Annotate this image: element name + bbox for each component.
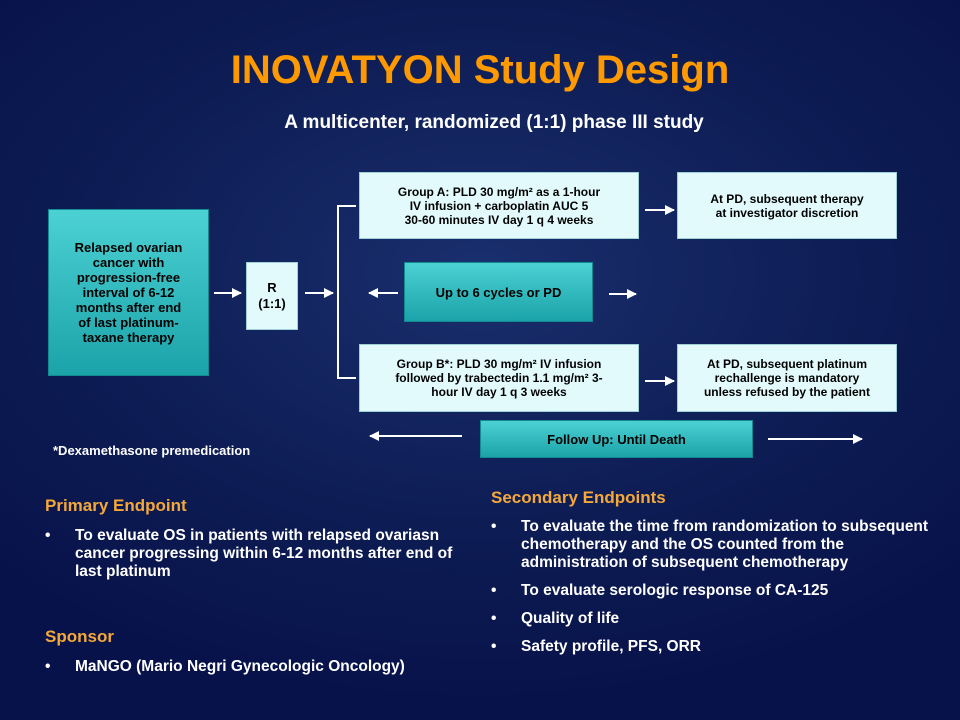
sponsor-item: MaNGO (Mario Negri Gynecologic Oncology)	[45, 658, 485, 676]
secondary-endpoint-item: Safety profile, PFS, ORR	[491, 638, 946, 656]
footnote: *Dexamethasone premedication	[53, 443, 251, 458]
primary-endpoint-item: To evaluate OS in patients with relapsed…	[45, 527, 455, 581]
pd-group-a-box: At PD, subsequent therapy at investigato…	[677, 172, 897, 239]
follow-up-text: Follow Up: Until Death	[547, 431, 686, 447]
secondary-endpoint-item: To evaluate serologic response of CA-125	[491, 582, 946, 600]
pd-group-b-box: At PD, subsequent platinum rechallenge i…	[677, 344, 897, 412]
group-b-text: Group B*: PLD 30 mg/m² IV infusion follo…	[395, 357, 603, 399]
group-b-box: Group B*: PLD 30 mg/m² IV infusion follo…	[359, 344, 639, 412]
secondary-endpoints-heading: Secondary Endpoints	[491, 488, 666, 507]
slide-title: INOVATYON Study Design	[230, 48, 730, 92]
group-a-text: Group A: PLD 30 mg/m² as a 1-hour IV inf…	[397, 184, 601, 227]
randomization-box: R (1:1)	[246, 262, 298, 330]
relapsed-population-text: Relapsed ovarian cancer with progression…	[74, 240, 183, 345]
relapsed-population-box: Relapsed ovarian cancer with progression…	[48, 209, 209, 376]
secondary-endpoints-list: To evaluate the time from randomization …	[491, 518, 946, 666]
secondary-endpoint-item: Quality of life	[491, 610, 946, 628]
pd-group-a-text: At PD, subsequent therapy at investigato…	[710, 191, 864, 220]
cycles-text: Up to 6 cycles or PD	[435, 284, 562, 300]
primary-endpoint-heading: Primary Endpoint	[45, 496, 187, 515]
branch-bracket	[337, 205, 356, 379]
cycles-box: Up to 6 cycles or PD	[404, 262, 593, 322]
secondary-endpoint-item: To evaluate the time from randomization …	[491, 518, 946, 572]
sponsor-list: MaNGO (Mario Negri Gynecologic Oncology)	[45, 658, 485, 686]
follow-up-box: Follow Up: Until Death	[480, 420, 753, 458]
pd-group-b-text: At PD, subsequent platinum rechallenge i…	[703, 357, 871, 399]
slide-subtitle: A multicenter, randomized (1:1) phase II…	[284, 112, 704, 133]
primary-endpoint-list: To evaluate OS in patients with relapsed…	[45, 527, 455, 591]
group-a-box: Group A: PLD 30 mg/m² as a 1-hour IV inf…	[359, 172, 639, 239]
randomization-text: R (1:1)	[258, 280, 286, 311]
sponsor-heading: Sponsor	[45, 627, 114, 646]
